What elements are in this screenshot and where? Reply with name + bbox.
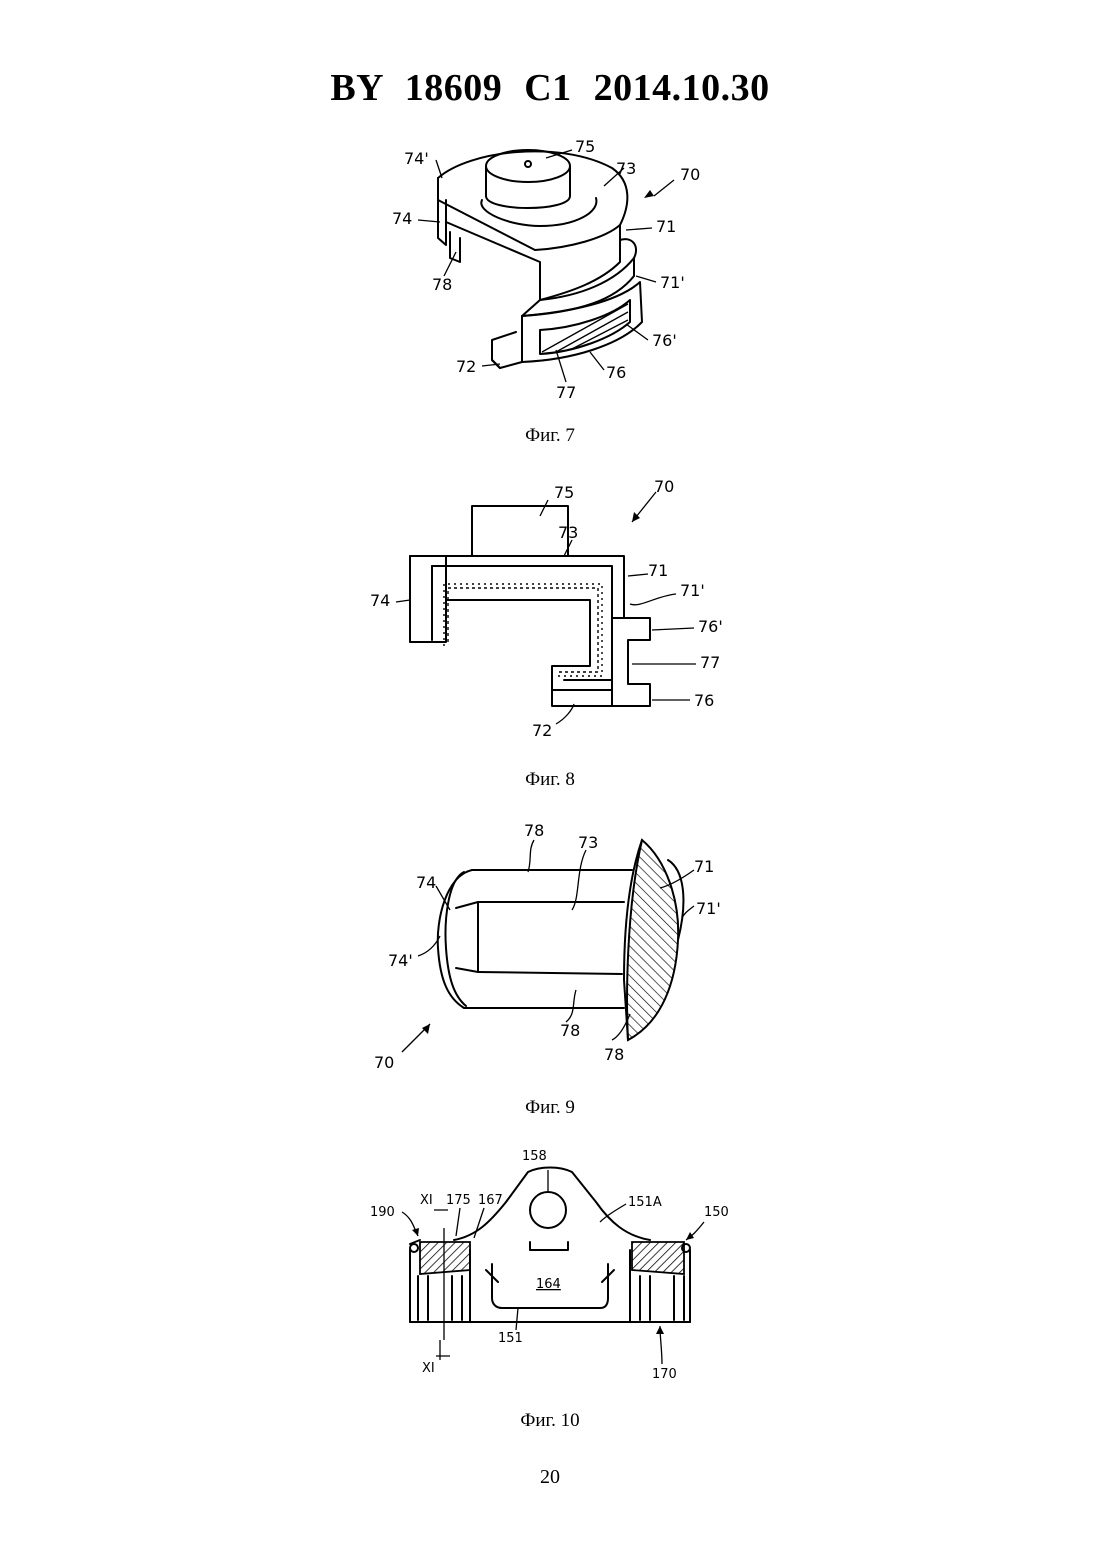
fig10-label-167: 167 [478,1193,503,1208]
fig7-label-75: 75 [575,137,595,156]
document-header: BY 18609 C1 2014.10.30 [0,66,1100,110]
fig9-label-70: 70 [374,1053,394,1072]
fig10-label-151: 151 [498,1331,523,1346]
fig7-label-77: 77 [556,383,576,402]
figure-10-caption: Фиг. 10 [0,1410,1100,1432]
fig7-label-71p: 71' [660,273,685,292]
fig7-label-76: 76 [606,363,626,382]
fig9-label-78-right: 78 [604,1045,624,1064]
fig8-label-71p: 71' [680,581,705,600]
figure-9-drawing: 78 73 71 74 71' 74' 78 78 70 [0,812,1100,1080]
fig8-label-73: 73 [558,523,578,542]
fig7-label-74p: 74' [404,149,429,168]
fig9-label-78-top: 78 [524,821,544,840]
fig9-label-78-bottom: 78 [560,1021,580,1040]
fig7-label-74: 74 [392,209,412,228]
fig7-label-78: 78 [432,275,452,294]
fig10-label-XI-bottom: XI [422,1361,435,1376]
fig10-label-158: 158 [522,1149,547,1164]
fig10-label-150: 150 [704,1205,729,1220]
figure-8-caption: Фиг. 8 [0,769,1100,791]
page-number: 20 [0,1466,1100,1489]
figure-7-caption: Фиг. 7 [0,425,1100,447]
figure-7-drawing: 75 73 70 74' 74 71 78 71' 76' 72 77 76 [0,130,1100,420]
fig7-label-76p: 76' [652,331,677,350]
fig9-label-71: 71 [694,857,714,876]
figure-9-caption: Фиг. 9 [0,1097,1100,1119]
fig10-label-175: 175 [446,1193,471,1208]
fig10-label-190: 190 [370,1205,395,1220]
fig9-label-71p: 71' [696,899,721,918]
fig9-label-74: 74 [416,873,436,892]
fig10-label-164: 164 [536,1277,561,1292]
fig8-label-75: 75 [554,483,574,502]
fig8-label-77: 77 [700,653,720,672]
fig8-label-76p: 76' [698,617,723,636]
fig8-label-70: 70 [654,477,674,496]
fig7-label-71: 71 [656,217,676,236]
fig8-label-72: 72 [532,721,552,740]
figure-10-drawing: 158 XI 175 167 151A 190 150 164 151 XI 1… [0,1140,1100,1402]
fig7-label-72: 72 [456,357,476,376]
fig10-label-170: 170 [652,1367,677,1382]
fig7-label-73: 73 [616,159,636,178]
fig8-label-76: 76 [694,691,714,710]
fig10-label-151A: 151A [628,1195,662,1210]
fig9-label-73: 73 [578,833,598,852]
fig10-label-XI-top: XI [420,1193,433,1208]
fig9-label-74p: 74' [388,951,413,970]
figure-8-drawing: 75 70 73 71 71' 74 76' 77 76 72 [0,470,1100,760]
fig8-label-74: 74 [370,591,390,610]
fig7-label-70: 70 [680,165,700,184]
fig8-label-71: 71 [648,561,668,580]
